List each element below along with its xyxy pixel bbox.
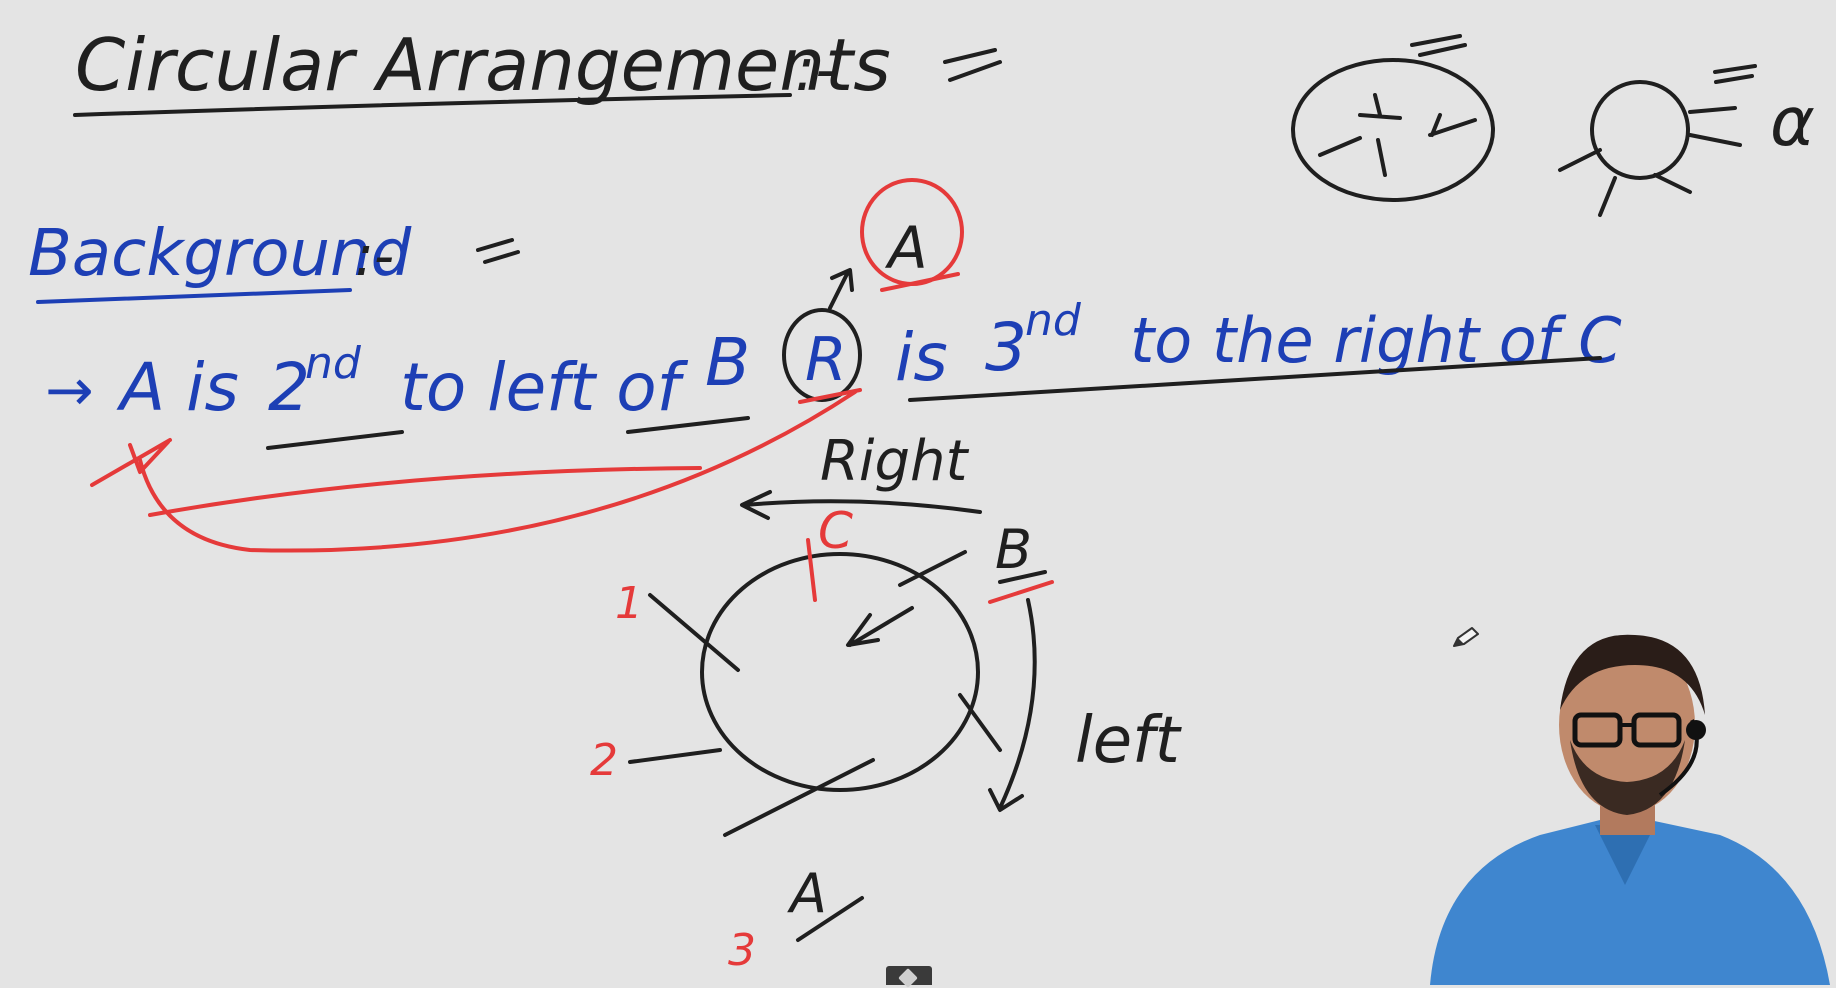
underline-b	[626, 416, 750, 434]
position-number-1: 1	[615, 578, 643, 629]
statement-circled-letter: R	[805, 325, 847, 395]
outward-circle-diagram	[1590, 80, 1690, 180]
small-circle-ticks	[1410, 34, 1467, 57]
statement-ordinal-1-sup: nd	[305, 338, 362, 389]
presenter-figure	[1430, 634, 1830, 985]
statement-part2: to left of	[400, 349, 689, 426]
pencil-cursor-icon	[1453, 627, 1479, 647]
diagram-label-right: Right	[820, 429, 970, 494]
statement-part4: to the right of C	[1130, 304, 1622, 377]
c-red-mark	[806, 538, 817, 602]
presenter-webcam	[1420, 620, 1836, 985]
statement-part1: A is	[116, 349, 239, 426]
circled-r-red-underline	[798, 388, 862, 404]
red-loop-arrow-upper	[148, 466, 702, 517]
round-table-circle	[700, 552, 980, 792]
circled-letter-ring	[782, 308, 862, 402]
background-heading-suffix: :-	[355, 224, 394, 289]
title-double-tick	[943, 48, 1002, 82]
background-heading: Background	[28, 217, 412, 291]
right-direction-arrow	[740, 490, 982, 520]
statement-ordinal-2: 3	[985, 309, 1027, 386]
diagram-label-c: C	[818, 502, 853, 560]
small-circle-diagram	[1291, 58, 1495, 202]
background-underline	[36, 288, 352, 304]
small-circle-marks	[1318, 93, 1477, 177]
position-number-2: 2	[590, 735, 618, 786]
background-double-tick	[476, 238, 520, 264]
statement-arrow: →	[45, 356, 94, 424]
diagram-label-left: left	[1075, 704, 1183, 778]
outward-arrows	[1558, 64, 1757, 217]
position-number-3: 3	[728, 925, 756, 976]
a-underline	[796, 896, 864, 942]
underline-right-of-c	[908, 356, 1602, 402]
b-underline	[998, 570, 1047, 584]
b-red-underline	[988, 580, 1054, 604]
red-loop-arrow-lower	[138, 390, 857, 553]
circled-a-red-underline	[880, 272, 960, 292]
statement-ordinal-1: 2	[268, 349, 310, 426]
alpha-symbol: α	[1770, 83, 1815, 162]
board-title: Circular Arrangements	[75, 23, 891, 107]
collapse-handle-icon[interactable]	[886, 966, 932, 985]
circled-a-letter: A	[884, 214, 928, 282]
left-direction-arrow	[988, 598, 1037, 812]
statement-part3: is	[895, 319, 948, 396]
red-arrowhead	[90, 438, 172, 487]
title-underline	[73, 93, 792, 117]
seat-lines	[628, 550, 1002, 837]
underline-2nd	[266, 430, 404, 450]
board-title-suffix: :-	[795, 35, 837, 105]
statement-name-b: B	[705, 324, 750, 401]
arrow-to-circled-a	[828, 268, 854, 310]
diagram-label-b: B	[995, 518, 1032, 581]
statement-ordinal-2-sup: nd	[1025, 295, 1082, 346]
diagram-label-a: A	[787, 862, 827, 925]
